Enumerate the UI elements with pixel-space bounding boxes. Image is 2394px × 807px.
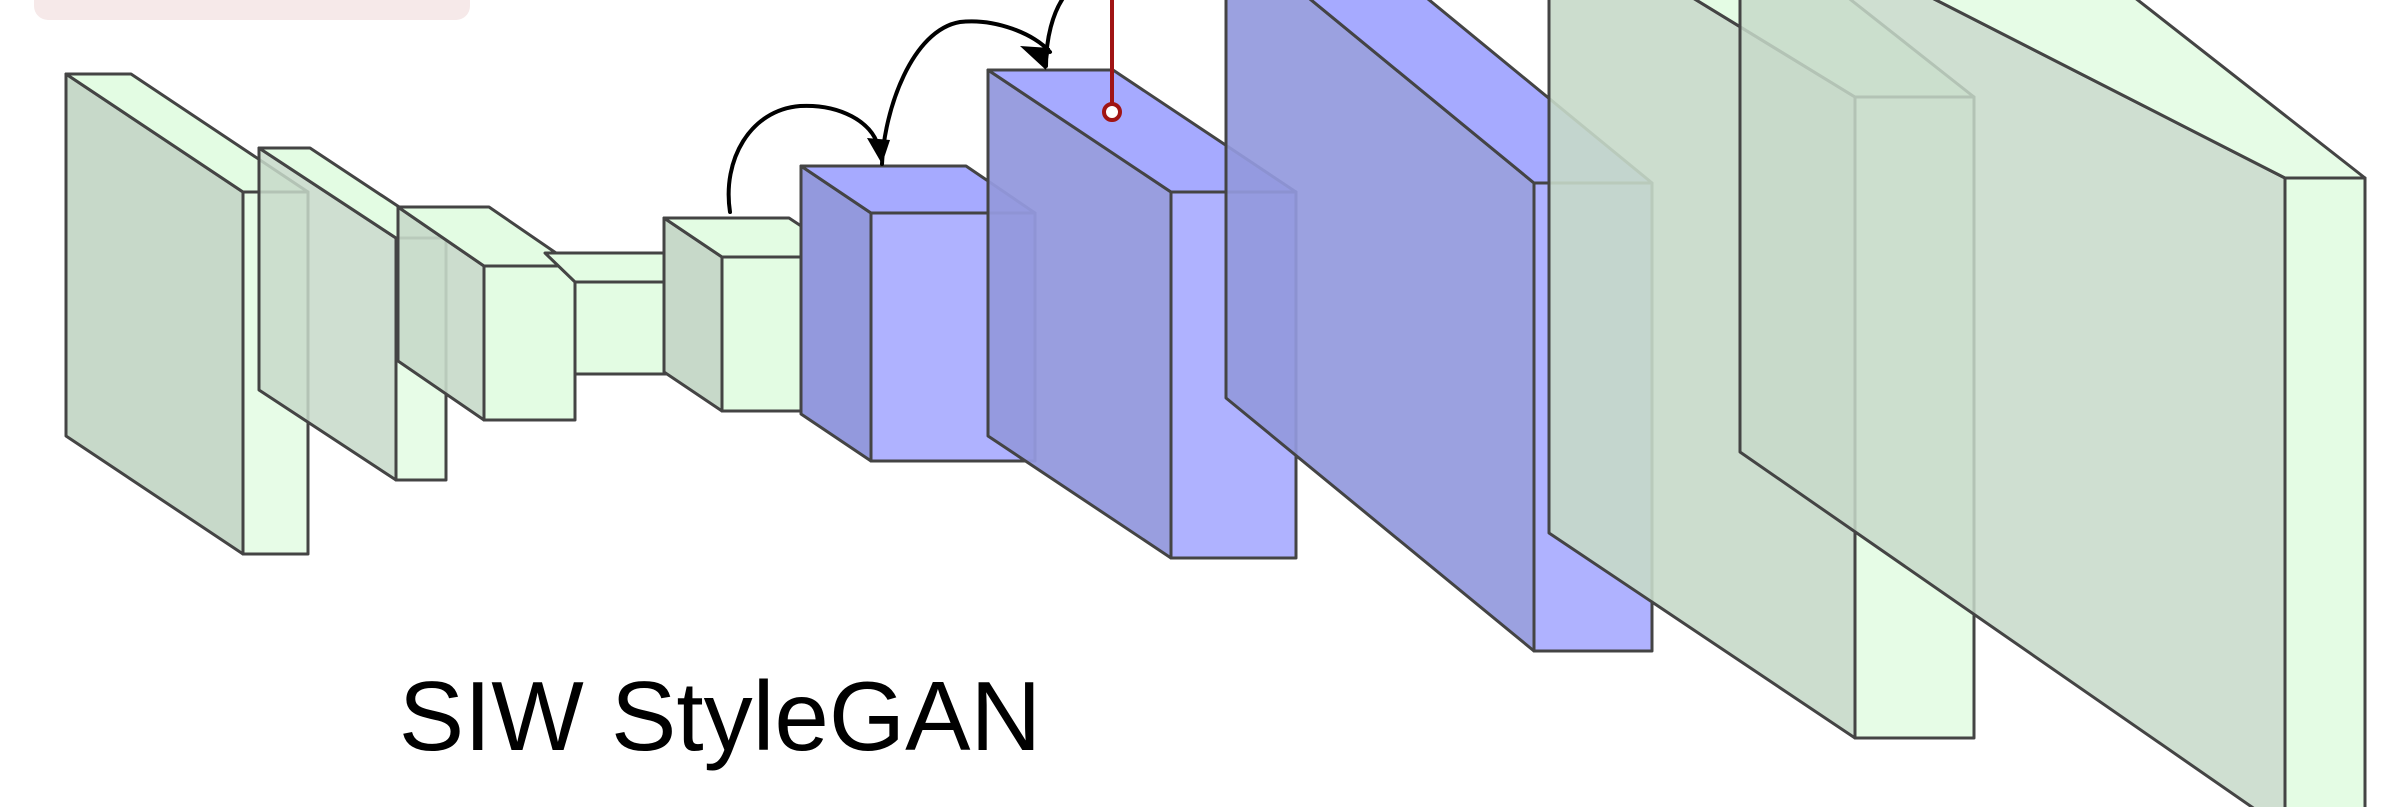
arrow-heads xyxy=(867,46,1050,164)
diagram-caption: SIW StyleGAN xyxy=(398,661,1042,771)
output-block-2 xyxy=(1738,0,2367,807)
skip-arrow-2 xyxy=(880,19,1052,166)
output-block-2-front-face xyxy=(2283,176,2367,807)
skip-arrow-3 xyxy=(1044,0,1065,68)
arrow-head-1 xyxy=(867,138,890,164)
legend-badge xyxy=(34,0,470,20)
encoder-block-3 xyxy=(396,205,577,422)
skip-arrow-1 xyxy=(726,103,880,214)
style-block-1-left-face xyxy=(799,164,873,463)
style-injection-node xyxy=(1102,102,1122,122)
arrow-head-2 xyxy=(1020,46,1050,70)
encoder-block-3-front-face xyxy=(482,264,577,422)
